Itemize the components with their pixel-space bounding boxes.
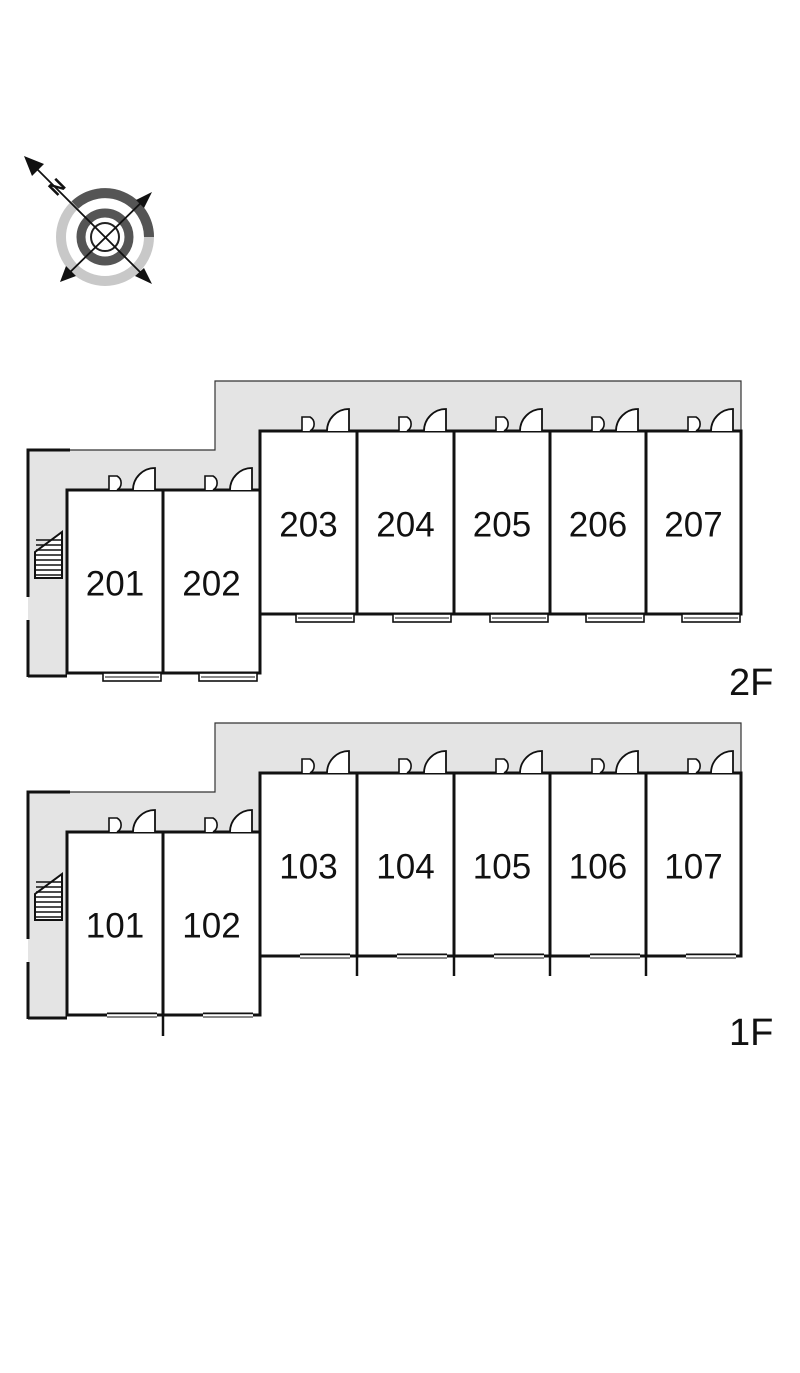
- unit-number: 202: [182, 564, 240, 603]
- compass-axis-main: [27, 159, 151, 283]
- unit-205: 205: [452, 408, 552, 623]
- unit-number: 105: [473, 847, 531, 886]
- walkway: [28, 723, 741, 1017]
- unit-202: 202: [161, 467, 262, 682]
- unit-outline: [452, 429, 552, 616]
- compass-axis-cross: [61, 193, 151, 281]
- unit-203: 203: [258, 408, 359, 623]
- meter-box-icon: [398, 758, 412, 774]
- walkway: [28, 381, 741, 675]
- compass-north-letter: N: [45, 175, 71, 201]
- door-icon: [615, 408, 639, 432]
- door-icon: [132, 809, 156, 833]
- meter-box-icon: [398, 416, 412, 432]
- unit-number: 106: [569, 847, 627, 886]
- meter-box-icon: [204, 475, 218, 491]
- unit-105: 105: [452, 750, 552, 959]
- door-icon: [615, 750, 639, 774]
- meter-box-icon: [301, 416, 315, 432]
- meter-box-icon: [204, 817, 218, 833]
- unit-number: 103: [279, 847, 337, 886]
- meter-box-icon: [495, 416, 509, 432]
- unit-204: 204: [355, 408, 456, 623]
- door-icon: [326, 408, 350, 432]
- compass: N: [24, 156, 154, 286]
- unit-102: 102: [161, 809, 262, 1018]
- meter-box-icon: [591, 758, 605, 774]
- unit-number: 205: [473, 505, 531, 544]
- compass-east-arrowhead: [136, 192, 152, 208]
- door-icon: [326, 750, 350, 774]
- compass-inner-ring: [76, 208, 134, 266]
- compass-north-arrowhead: [24, 156, 44, 176]
- door-icon: [519, 750, 543, 774]
- floor-1: 101 102 103 104 105 106 107 1F: [26, 722, 773, 1054]
- unit-number: 101: [86, 906, 144, 945]
- meter-box-icon: [301, 758, 315, 774]
- floor-label: 2F: [729, 662, 773, 704]
- unit-number: 206: [569, 505, 627, 544]
- unit-107: 107: [644, 750, 743, 959]
- meter-box-icon: [687, 416, 701, 432]
- stairs-icon: [34, 530, 63, 579]
- unit-number: 204: [376, 505, 434, 544]
- floor-label: 1F: [729, 1012, 773, 1054]
- unit-104: 104: [355, 750, 456, 959]
- unit-207: 207: [644, 408, 743, 623]
- door-icon: [229, 809, 253, 833]
- door-icon: [710, 750, 734, 774]
- north-arrow-icon: N: [24, 156, 154, 286]
- meter-box-icon: [108, 817, 122, 833]
- meter-box-icon: [495, 758, 509, 774]
- unit-outline: [644, 429, 743, 616]
- unit-outline: [258, 771, 359, 958]
- door-icon: [132, 467, 156, 491]
- walkway-edge: [68, 722, 742, 793]
- unit-number: 201: [86, 564, 144, 603]
- door-icon: [519, 408, 543, 432]
- door-icon: [710, 408, 734, 432]
- unit-106: 106: [548, 750, 648, 959]
- landing-wall: [26, 790, 70, 939]
- unit-number: 203: [279, 505, 337, 544]
- unit-outline: [548, 429, 648, 616]
- landing-wall: [26, 448, 70, 597]
- door-icon: [423, 408, 447, 432]
- compass-outer-ring-dark: [71, 188, 154, 238]
- unit-206: 206: [548, 408, 648, 623]
- compass-west-arrowhead: [60, 266, 76, 282]
- door-icon: [229, 467, 253, 491]
- unit-outline: [644, 771, 743, 958]
- unit-number: 107: [664, 847, 722, 886]
- door-icon: [423, 750, 447, 774]
- meter-box-icon: [108, 475, 122, 491]
- meter-box-icon: [687, 758, 701, 774]
- unit-101: 101: [65, 809, 165, 1018]
- floor-2: 201 202 203 204 205 206 207 2F: [26, 380, 773, 704]
- unit-103: 103: [258, 750, 359, 959]
- unit-number: 104: [376, 847, 434, 886]
- walkway-edge: [68, 380, 742, 451]
- stairs-icon: [34, 872, 63, 921]
- compass-south-arrowhead: [135, 268, 152, 284]
- unit-201: 201: [65, 467, 165, 682]
- meter-box-icon: [591, 416, 605, 432]
- unit-number: 207: [664, 505, 722, 544]
- unit-number: 102: [182, 906, 240, 945]
